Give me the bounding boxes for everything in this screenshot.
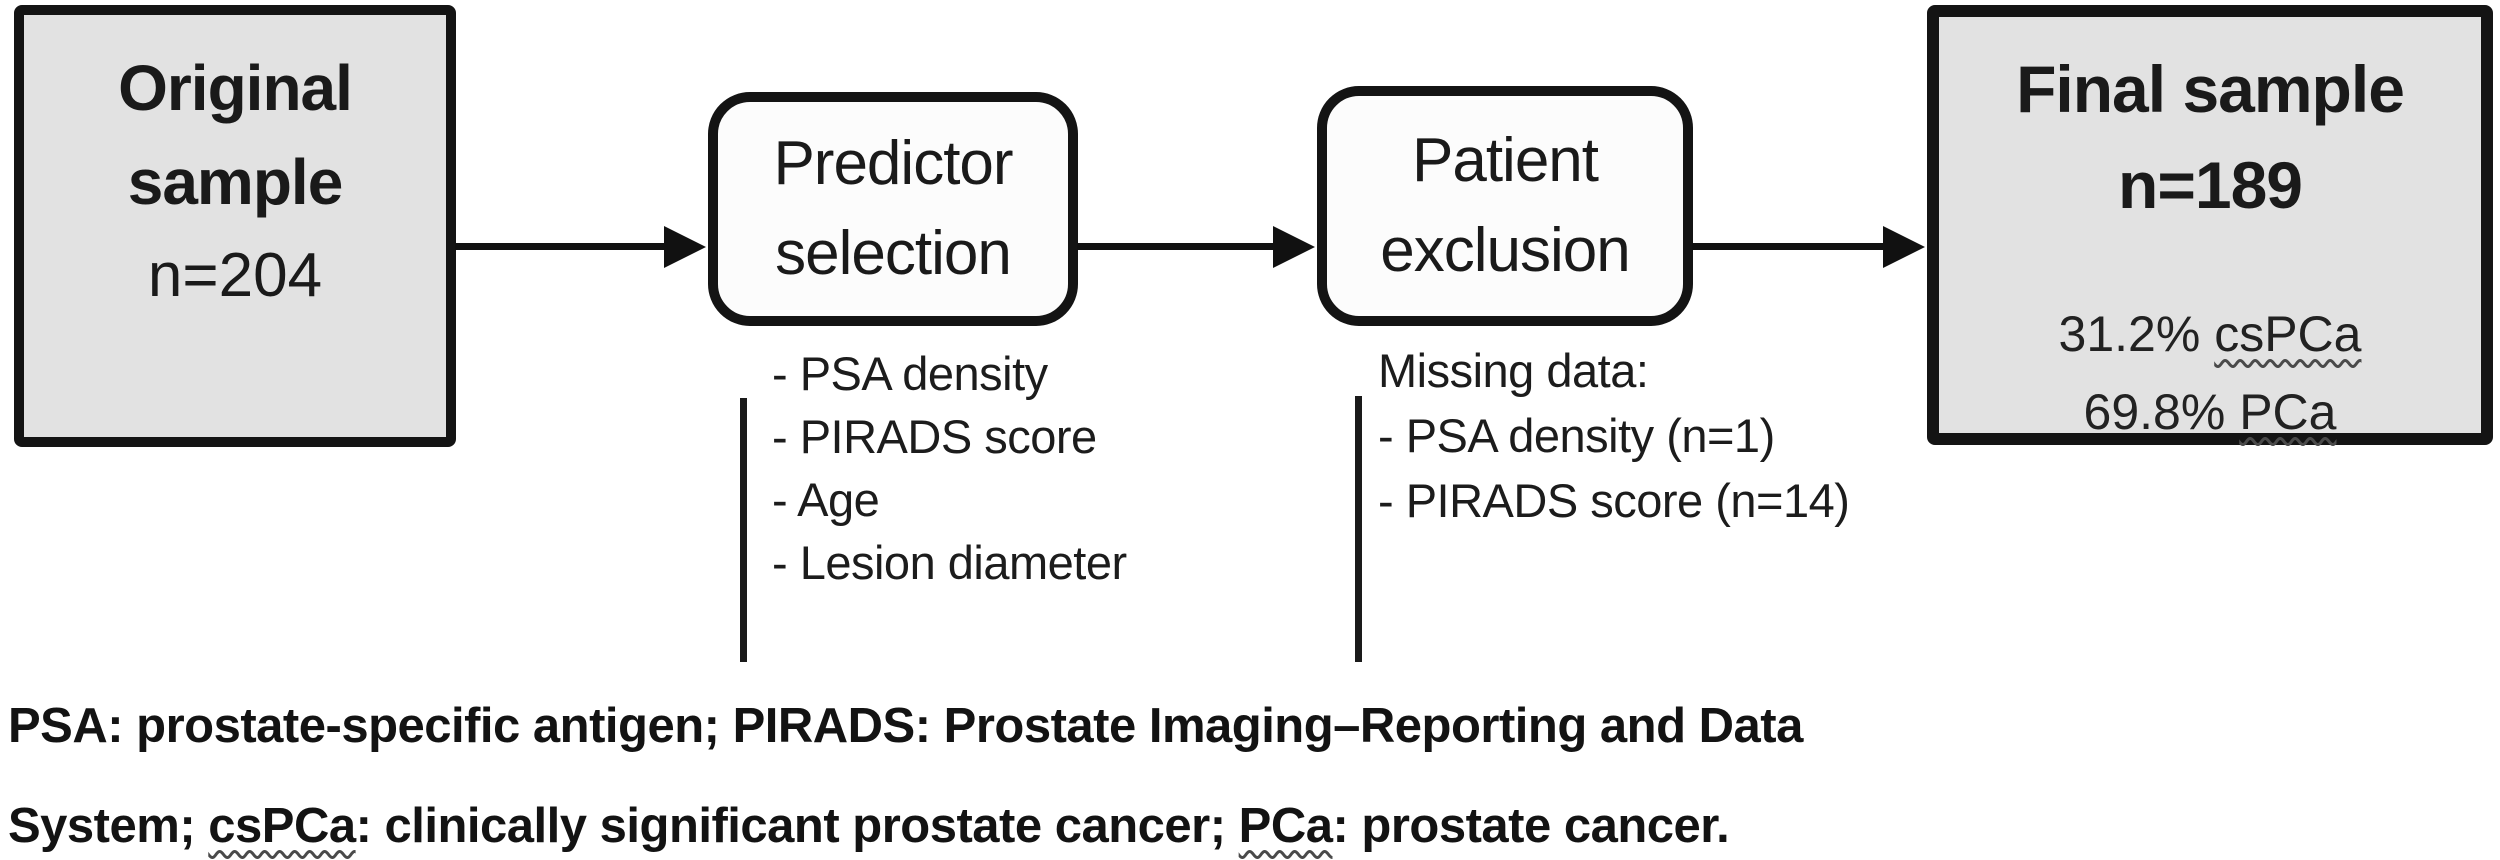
predictor-selection-label-line2: selection	[775, 219, 1012, 288]
predictor-note-item: - PIRADS score	[772, 410, 1097, 463]
predictor-note-item: - Lesion diameter	[772, 536, 1127, 589]
original-sample-title-line2: sample	[127, 146, 344, 218]
predictor-notes-rule	[740, 398, 747, 662]
pca-term: PCa	[2239, 384, 2337, 440]
exclusion-note-item: - PIRADS score (n=14)	[1378, 474, 1850, 527]
final-sample-stat-pca: 69.8% PCa	[2059, 373, 2362, 451]
cspca-term: csPCa	[2214, 306, 2362, 362]
cspca-percent: 31.2%	[2058, 306, 2215, 362]
final-sample-stats: 31.2% csPCa 69.8% PCa	[2059, 295, 2362, 451]
arrow-predictor-to-exclusion-shaft	[1077, 243, 1279, 250]
flow-box-patient-exclusion: Patient exclusion	[1317, 86, 1693, 326]
flow-box-original-sample: Original sample n=204	[14, 5, 456, 447]
predictor-note-item: - PSA density	[772, 347, 1048, 400]
caption-line2-seg1: System;	[8, 799, 209, 853]
abbreviation-caption: PSA: prostate-specific antigen; PIRADS: …	[8, 676, 1803, 860]
flow-box-predictor-selection: Predictor selection	[708, 92, 1078, 326]
arrow-original-to-predictor-shaft	[455, 243, 670, 250]
caption-line2-seg3: : prostate cancer.	[1332, 799, 1730, 853]
pca-percent: 69.8%	[2083, 384, 2240, 440]
final-sample-count: n=189	[2118, 148, 2303, 222]
patient-exclusion-label-line2: exclusion	[1380, 216, 1630, 285]
exclusion-notes-rule	[1355, 396, 1362, 662]
exclusion-notes-list: Missing data: - PSA density (n=1) - PIRA…	[1378, 338, 1850, 533]
arrow-predictor-to-exclusion-head	[1273, 226, 1315, 268]
final-sample-stat-cspca: 31.2% csPCa	[2059, 295, 2362, 373]
exclusion-note-item: - PSA density (n=1)	[1378, 409, 1775, 462]
arrow-exclusion-to-final-shaft	[1692, 243, 1889, 250]
caption-line2-seg2: : clinically significant prostate cancer…	[355, 799, 1239, 853]
arrow-original-to-predictor-head	[664, 226, 706, 268]
caption-cspca-term: csPCa	[208, 799, 356, 853]
final-sample-title: Final sample	[2016, 52, 2405, 126]
predictor-note-item: - Age	[772, 473, 880, 526]
flow-box-final-sample: Final sample n=189 31.2% csPCa 69.8% PCa	[1927, 5, 2493, 445]
arrow-exclusion-to-final-head	[1883, 226, 1925, 268]
caption-pca-term: PCa	[1238, 799, 1333, 853]
caption-line-1: PSA: prostate-specific antigen; PIRADS: …	[8, 699, 1803, 753]
patient-exclusion-label-line1: Patient	[1411, 126, 1599, 195]
caption-line-2: System; csPCa: clinically significant pr…	[8, 776, 1803, 860]
exclusion-notes-header: Missing data:	[1378, 344, 1649, 397]
original-sample-count: n=204	[147, 241, 323, 310]
predictor-selection-label-line1: Predictor	[773, 129, 1013, 198]
original-sample-title-line1: Original	[118, 52, 353, 124]
predictor-notes-list: - PSA density - PIRADS score - Age - Les…	[772, 342, 1127, 594]
